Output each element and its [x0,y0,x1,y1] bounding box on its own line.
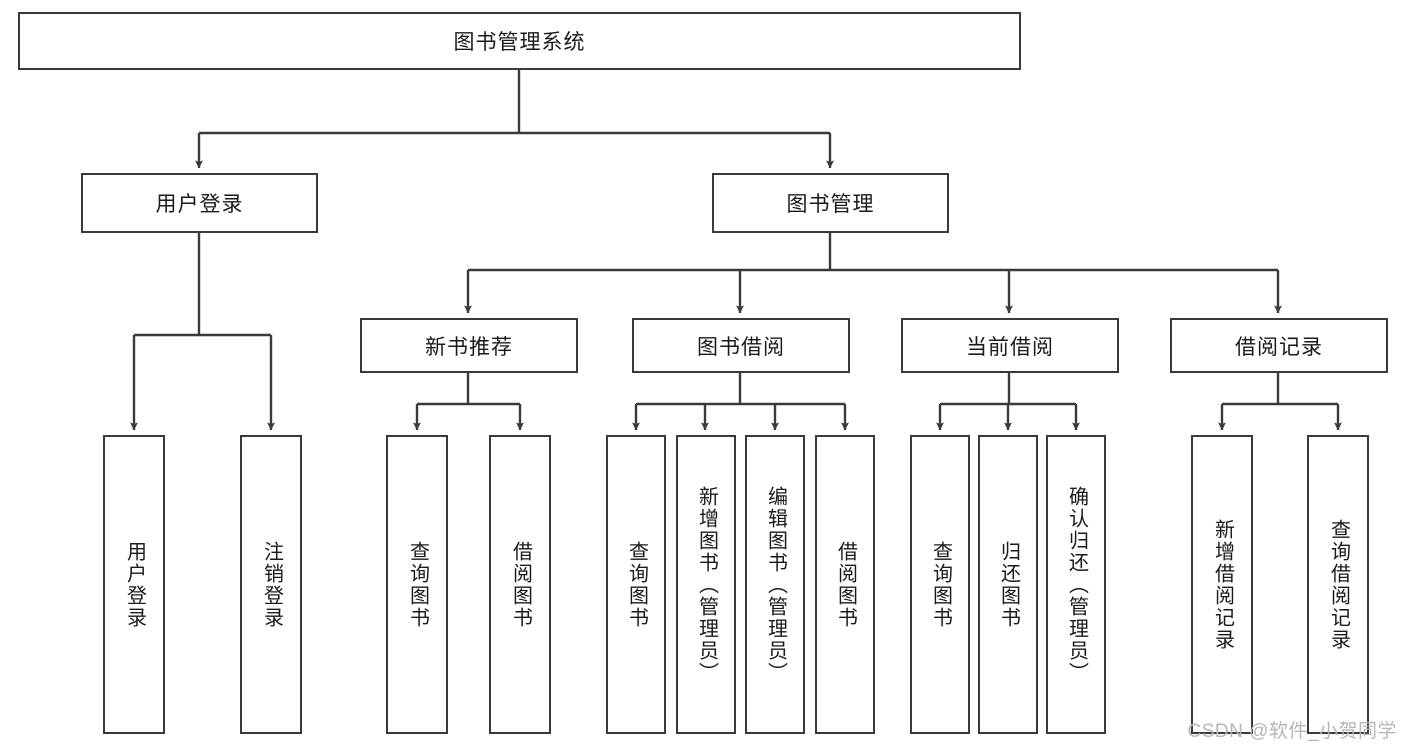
node-leaf-query-record-label: 查询借阅记录 [1327,518,1350,651]
node-leaf-borrow-book-2-label: 借阅图书 [834,540,857,629]
node-user-login-label: 用户登录 [155,193,244,216]
node-leaf-query-book-3-label: 查询图书 [929,540,952,629]
node-book-borrow[interactable]: 图书借阅 [632,318,850,373]
node-book-manage-label: 图书管理 [786,193,875,216]
node-borrow-record-label: 借阅记录 [1235,335,1323,359]
node-leaf-query-book-1[interactable]: 查询图书 [386,435,448,734]
node-leaf-borrow-book-1-label: 借阅图书 [509,540,532,629]
node-leaf-add-book[interactable]: 新增图书（管理员） [676,435,736,734]
node-current-borrow-label: 当前借阅 [966,335,1054,359]
node-new-book-recommend[interactable]: 新书推荐 [360,318,578,373]
node-root[interactable]: 图书管理系统 [18,12,1021,70]
node-leaf-add-record-label: 新增借阅记录 [1211,518,1234,651]
node-leaf-return-book[interactable]: 归还图书 [978,435,1038,734]
node-root-label: 图书管理系统 [453,31,586,54]
node-leaf-add-book-label: 新增图书（管理员） [695,485,718,684]
node-leaf-query-record[interactable]: 查询借阅记录 [1307,435,1369,734]
node-leaf-query-book-2[interactable]: 查询图书 [606,435,666,734]
node-leaf-query-book-1-label: 查询图书 [406,540,429,629]
node-leaf-add-record[interactable]: 新增借阅记录 [1191,435,1253,734]
node-leaf-query-book-2-label: 查询图书 [625,540,648,629]
node-borrow-record[interactable]: 借阅记录 [1170,318,1388,373]
node-book-borrow-label: 图书借阅 [697,335,785,359]
node-current-borrow[interactable]: 当前借阅 [901,318,1119,373]
node-leaf-return-book-label: 归还图书 [997,540,1020,629]
node-leaf-confirm-return-label: 确认归还（管理员） [1065,485,1088,684]
node-leaf-borrow-book-2[interactable]: 借阅图书 [815,435,875,734]
node-leaf-user-login[interactable]: 用户登录 [103,435,165,734]
node-leaf-confirm-return[interactable]: 确认归还（管理员） [1046,435,1106,734]
node-leaf-user-login-label: 用户登录 [123,540,146,629]
node-leaf-edit-book[interactable]: 编辑图书（管理员） [745,435,805,734]
node-leaf-edit-book-label: 编辑图书（管理员） [764,485,787,684]
node-new-book-recommend-label: 新书推荐 [425,335,513,359]
node-leaf-query-book-3[interactable]: 查询图书 [910,435,970,734]
node-leaf-borrow-book-1[interactable]: 借阅图书 [489,435,551,734]
node-user-login[interactable]: 用户登录 [81,173,318,233]
node-book-manage[interactable]: 图书管理 [712,173,949,233]
node-leaf-user-logout-label: 注销登录 [260,540,283,629]
node-leaf-user-logout[interactable]: 注销登录 [240,435,302,734]
